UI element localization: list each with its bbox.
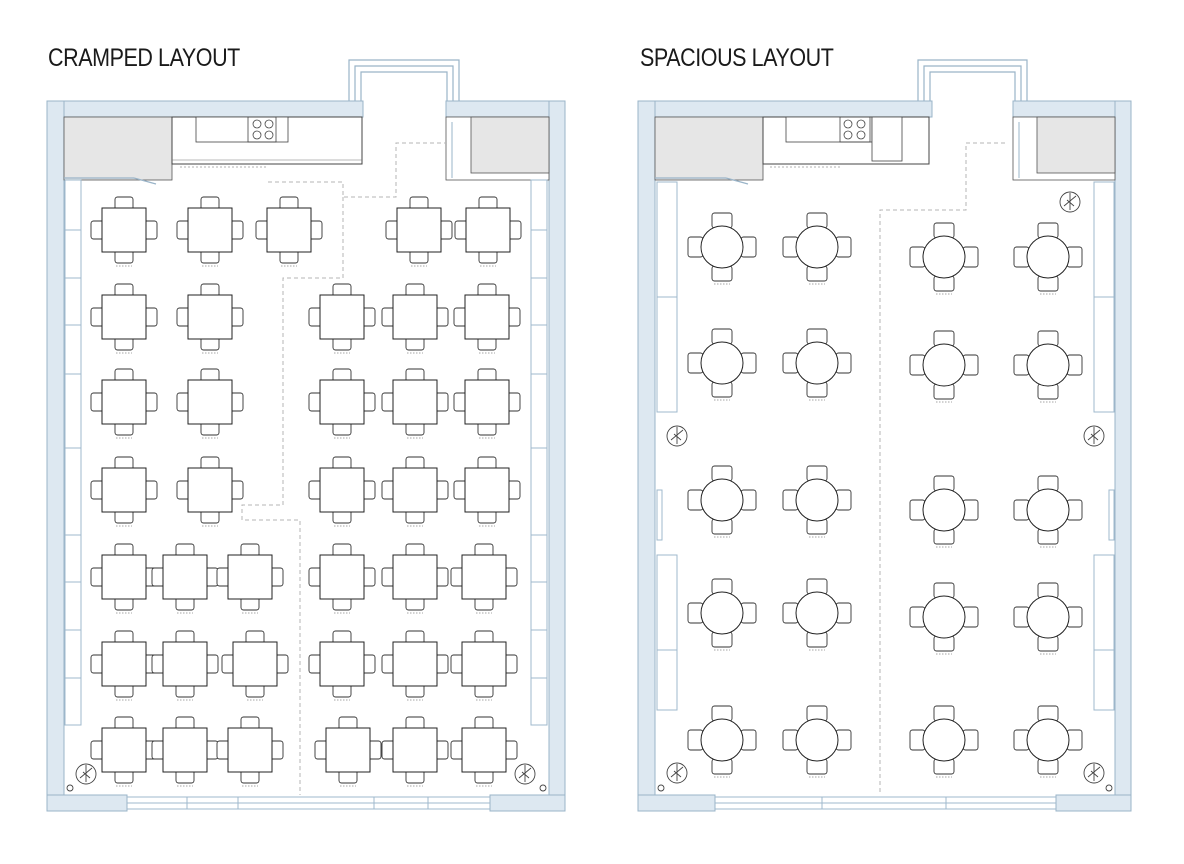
round-table-icon [1013,330,1083,403]
square-table-icon [308,630,376,701]
square-table-icon [453,456,521,527]
square-table-icon [216,716,284,787]
cramped-layout-title: CRAMPED LAYOUT [48,44,240,72]
cramped-kitchen [63,116,363,181]
stove-icon [247,116,277,143]
stove-icon [839,116,871,143]
square-table-icon [176,368,244,439]
potted-plant-icon [657,191,1113,792]
cramped-aisle-center [241,197,344,795]
spacious-windows [656,181,1115,711]
round-table-icon [1013,705,1083,778]
spacious-walls [637,100,1132,812]
round-table-icon [782,328,852,401]
square-table-icon [151,543,219,614]
spacious-aisle [879,142,1005,795]
round-table-icon [687,705,757,778]
round-table-icon [909,330,979,403]
cramped-bottom-window [127,796,490,810]
square-table-icon [450,716,518,787]
round-table-icon [909,222,979,295]
round-table-icon [782,578,852,651]
square-table-icon [216,543,284,614]
round-table-icon [1013,582,1083,655]
cramped-entrance [348,59,460,101]
round-table-icon [687,465,757,538]
round-table-icon [909,582,979,655]
square-table-icon [90,630,158,701]
spacious-door [655,177,749,185]
square-table-icon [90,283,158,354]
round-table-icon [1013,222,1083,295]
round-table-icon [782,705,852,778]
round-table-icon [687,328,757,401]
square-table-icon [308,543,376,614]
potted-plant-icon [66,763,547,792]
square-table-icon [308,368,376,439]
cramped-aisle [268,142,446,198]
square-table-icon [176,456,244,527]
spacious-bottom-window [715,796,1056,810]
spacious-layout-title: SPACIOUS LAYOUT [640,44,834,72]
square-table-icon [381,283,449,354]
square-table-icon [381,716,449,787]
square-table-icon [151,716,219,787]
spacious-storage [1012,116,1116,181]
square-table-icon [90,456,158,527]
cramped-storage [445,116,550,181]
cramped-tables [90,196,522,787]
spacious-entrance [917,59,1028,101]
square-table-icon [453,283,521,354]
round-table-icon [782,465,852,538]
round-table-icon [687,212,757,285]
spacious-kitchen [654,116,930,181]
square-table-icon [314,716,382,787]
round-table-icon [782,212,852,285]
square-table-icon [221,630,289,701]
square-table-icon [176,283,244,354]
square-table-icon [90,543,158,614]
cramped-door [64,177,157,185]
square-table-icon [381,630,449,701]
square-table-icon [255,196,323,267]
round-table-icon [909,705,979,778]
square-table-icon [385,196,453,267]
cramped-plan [46,59,566,812]
cramped-windows [64,179,548,726]
square-table-icon [90,196,158,267]
square-table-icon [450,543,518,614]
square-table-icon [381,456,449,527]
round-table-icon [1013,475,1083,548]
square-table-icon [308,283,376,354]
square-table-icon [176,196,244,267]
spacious-plan [637,59,1132,812]
square-table-icon [90,368,158,439]
square-table-icon [90,716,158,787]
square-table-icon [453,368,521,439]
square-table-icon [450,630,518,701]
round-table-icon [909,475,979,548]
square-table-icon [381,368,449,439]
spacious-tables [687,212,1083,778]
square-table-icon [308,456,376,527]
round-table-icon [687,578,757,651]
square-table-icon [381,543,449,614]
square-table-icon [151,630,219,701]
square-table-icon [454,196,522,267]
